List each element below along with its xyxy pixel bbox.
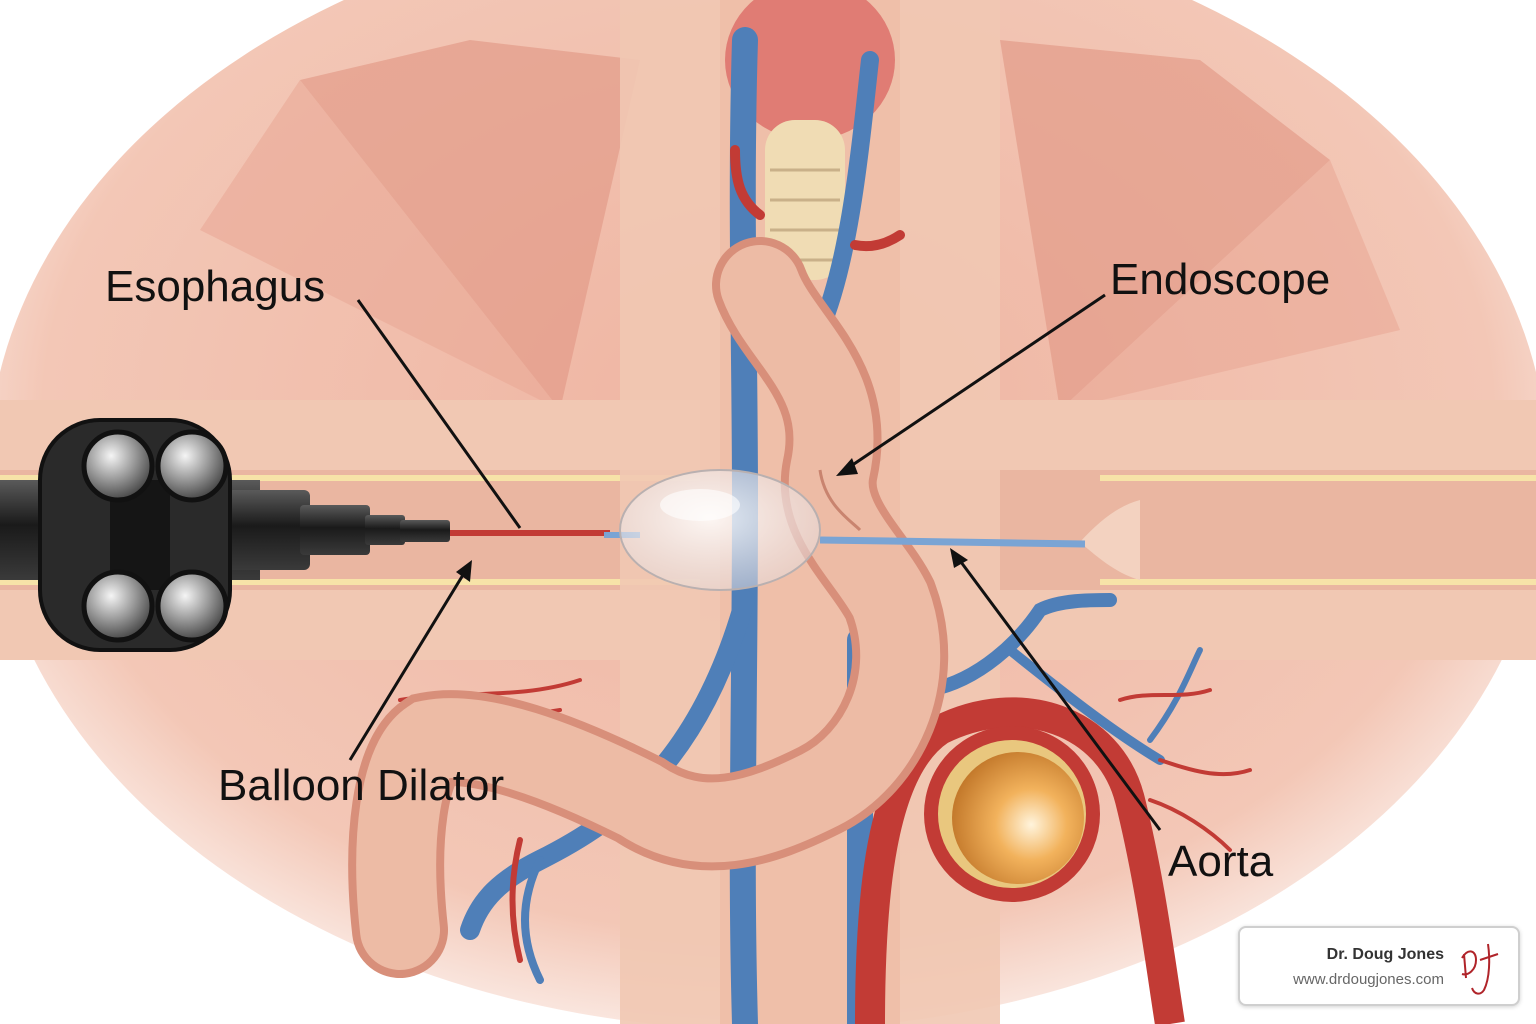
label-balloon-dilator: Balloon Dilator [218, 761, 504, 810]
trachea [725, 0, 895, 280]
endoscope-arrow [847, 293, 1106, 470]
watermark-badge: Dr. Doug Jones www.drdougjones.com [1238, 926, 1520, 1006]
label-esophagus: Esophagus [105, 262, 325, 311]
esophagus-leader-line [356, 299, 522, 529]
balloon-dilator-device [450, 469, 1086, 591]
label-aorta: Aorta [1168, 837, 1274, 886]
watermark-name: Dr. Doug Jones [1326, 946, 1444, 963]
endoscope-device [0, 418, 450, 652]
label-endoscope: Endoscope [1110, 255, 1330, 304]
signature-logo [1461, 943, 1499, 995]
balloon-dilator-arrowhead [456, 560, 472, 582]
balloon-dilator-arrow [348, 569, 468, 761]
esophagus-tube [348, 237, 949, 978]
aorta-arrow [956, 557, 1162, 831]
callout-lines [348, 293, 1162, 831]
stricture [1080, 500, 1140, 580]
aorta-arrowhead [950, 548, 968, 568]
aorta-vessel [855, 697, 1185, 1024]
endoscope-arrowhead [836, 458, 858, 476]
watermark-url: www.drdougjones.com [1293, 971, 1444, 988]
